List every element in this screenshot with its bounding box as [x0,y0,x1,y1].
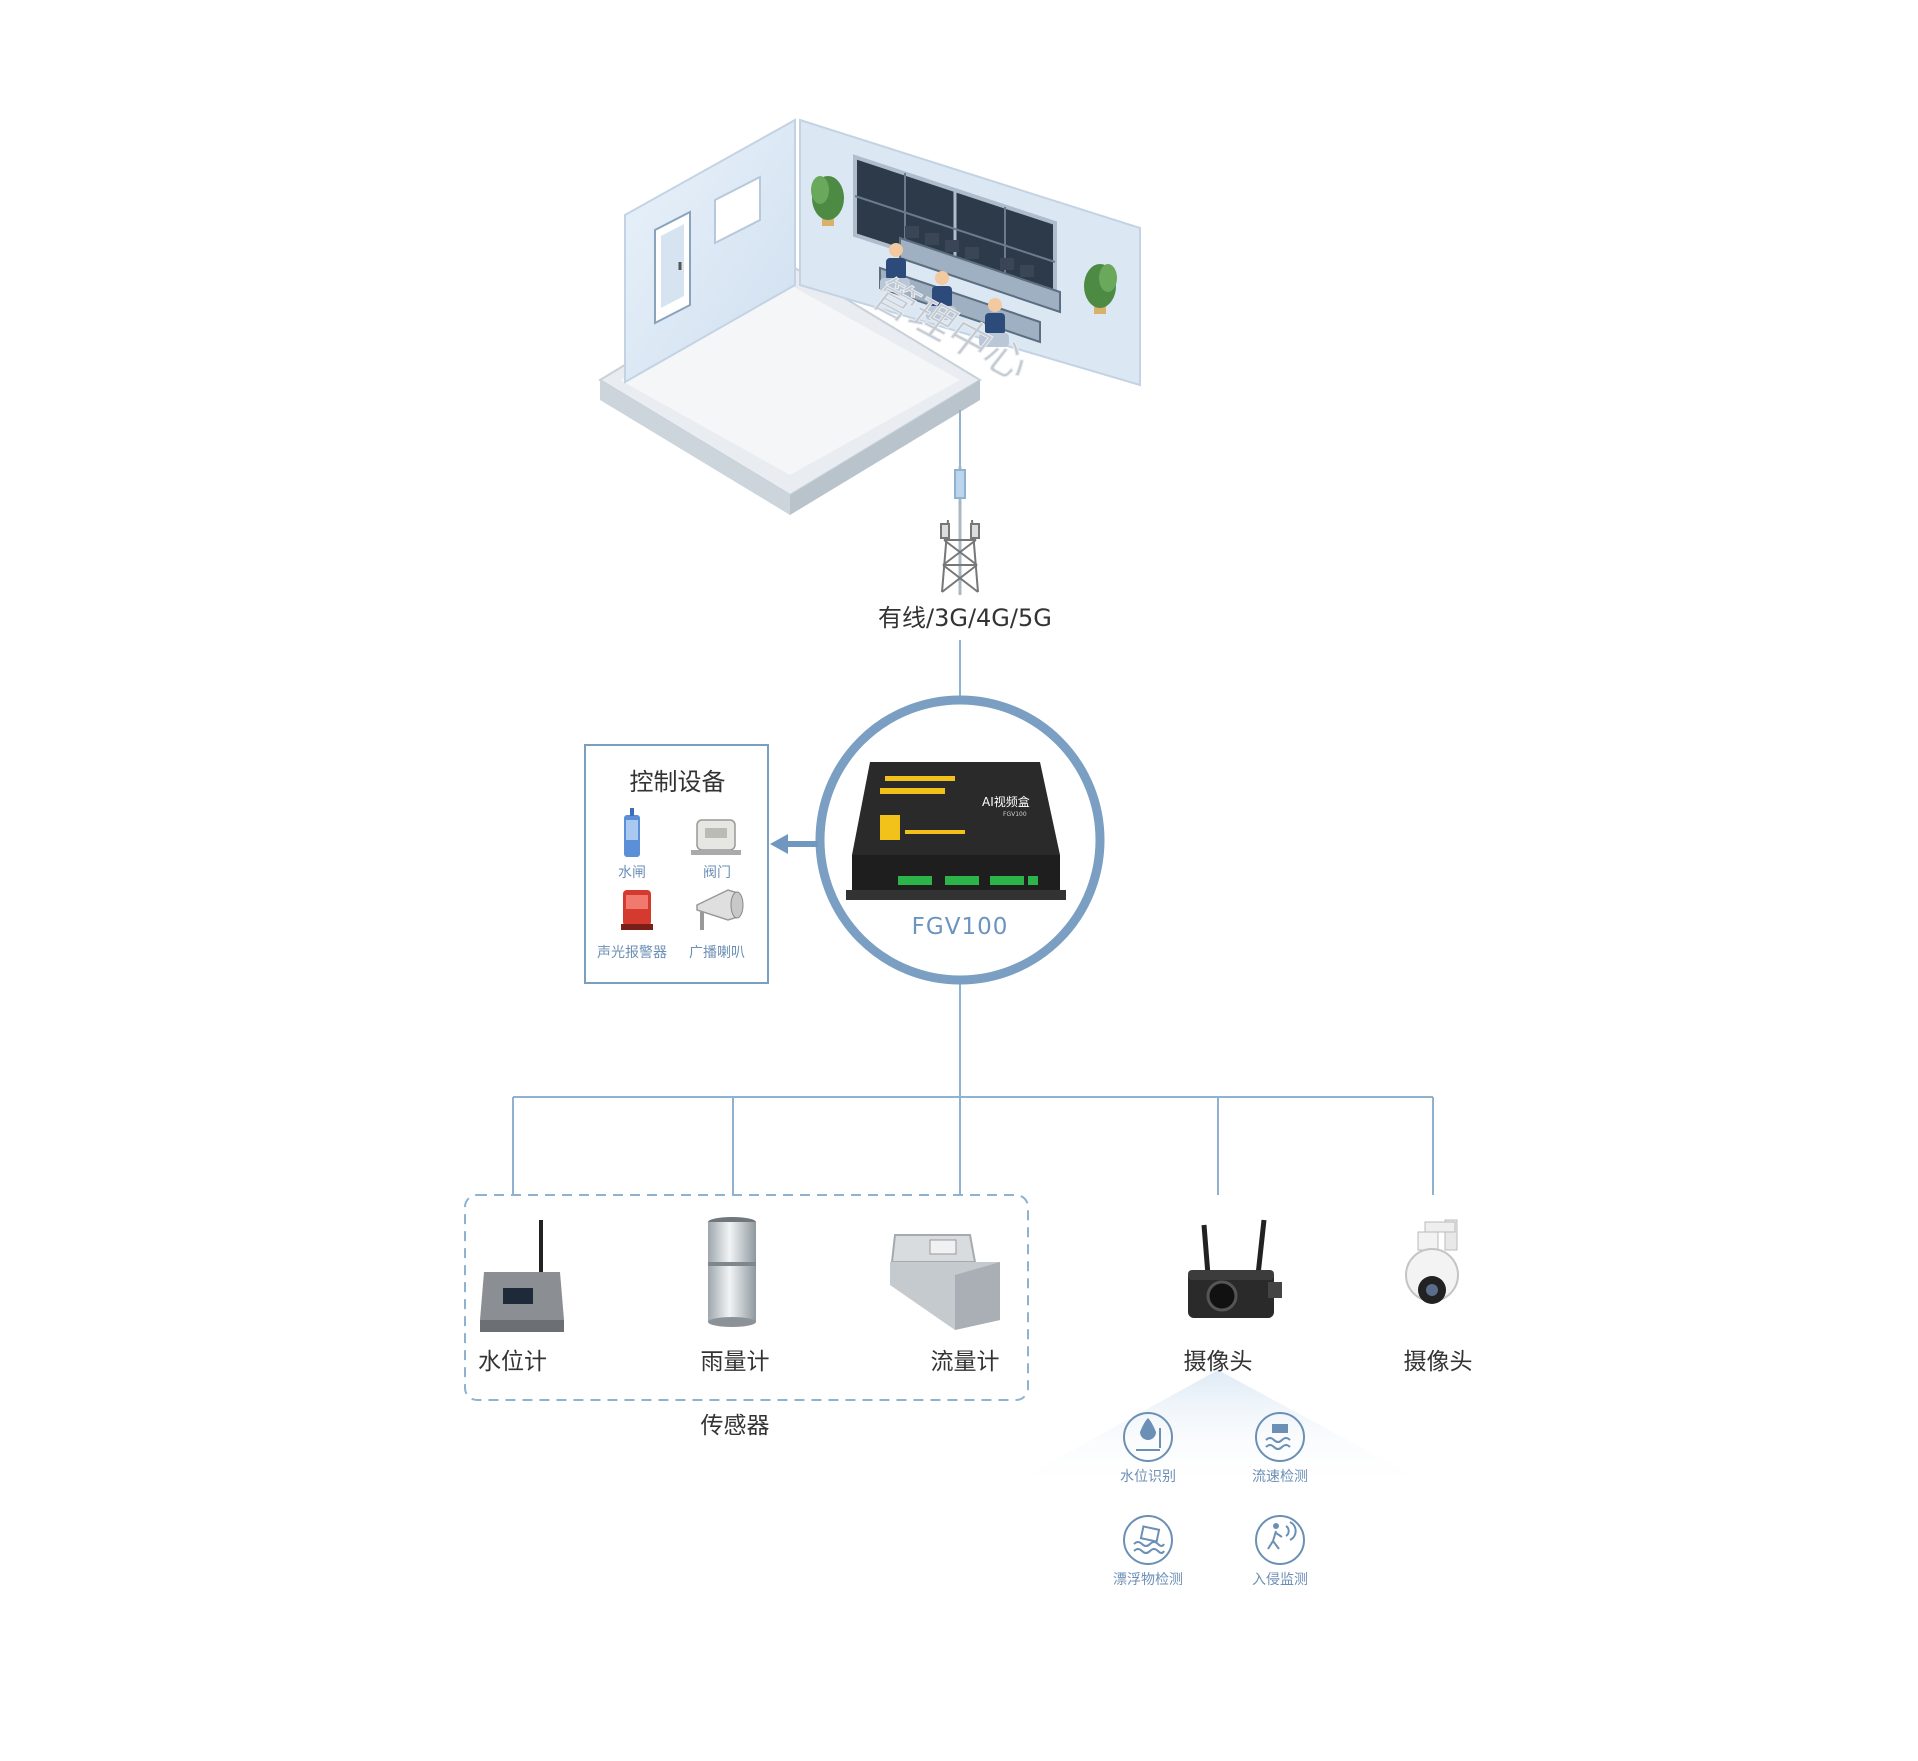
ai-label-flow-speed-detection: 流速检测 [1252,1469,1308,1485]
water-gate-icon [624,808,640,857]
floating-object-detection-icon [1123,1515,1173,1565]
water-level-recognition-icon [1123,1412,1173,1462]
bullet-camera-icon [1188,1219,1282,1318]
gateway-screen-title: AI视频盒 [982,794,1030,809]
ai-label-water-level-recognition: 水位识别 [1120,1469,1176,1485]
control-panel-title: 控制设备 [629,768,726,796]
flow-meter-icon [890,1234,1000,1330]
control-item-valve: 阀门 [703,865,731,881]
sensors-group-label: 传感器 [700,1413,770,1439]
management-center-illustration: 管理中心 [598,118,1141,515]
sensor-label-water-level: 水位计 [478,1349,547,1375]
plant-icon [1084,264,1117,314]
operator-icon [926,271,956,320]
sensor-label-flow-meter: 流量计 [930,1349,1000,1375]
intrusion-monitoring-icon [1255,1515,1305,1565]
alarm-light-icon [621,890,653,930]
camera-label-2: 摄像头 [1403,1349,1473,1375]
dome-camera-icon [1405,1219,1459,1304]
camera-label-1: 摄像头 [1183,1349,1253,1375]
speaker-horn-icon [696,889,744,930]
control-panel-box [584,744,769,984]
sensor-label-rain-gauge: 雨量计 [700,1349,770,1375]
valve-icon [691,819,741,855]
connection-lines [512,410,1434,1195]
gateway-device-image [846,762,1066,900]
gateway-model-label: FGV100 [911,914,1009,940]
control-item-alarm-light: 声光报警器 [597,945,667,961]
operator-icon [979,298,1009,347]
sensors-group-box [464,1194,1029,1401]
console-monitors [905,226,1034,277]
rain-gauge-icon [708,1217,756,1327]
control-item-water-gate: 水闸 [618,865,646,881]
gateway-screen-model: FGV100 [1003,811,1027,818]
operator-icon [880,243,910,292]
plant-icon [811,176,844,226]
ai-label-floating-object-detection: 漂浮物检测 [1113,1572,1183,1588]
control-item-speaker-horn: 广播喇叭 [689,945,745,961]
ai-functions-fan [1000,1370,1440,1490]
water-level-meter-icon [480,1220,564,1332]
flow-speed-detection-icon [1255,1412,1305,1462]
network-label: 有线/3G/4G/5G [878,604,1052,632]
arrow-left-icon [770,834,818,854]
cell-tower-icon [940,466,980,595]
ai-label-intrusion-monitoring: 入侵监测 [1252,1572,1308,1588]
gateway-node: AI视频盒 FGV100 [815,695,1105,985]
